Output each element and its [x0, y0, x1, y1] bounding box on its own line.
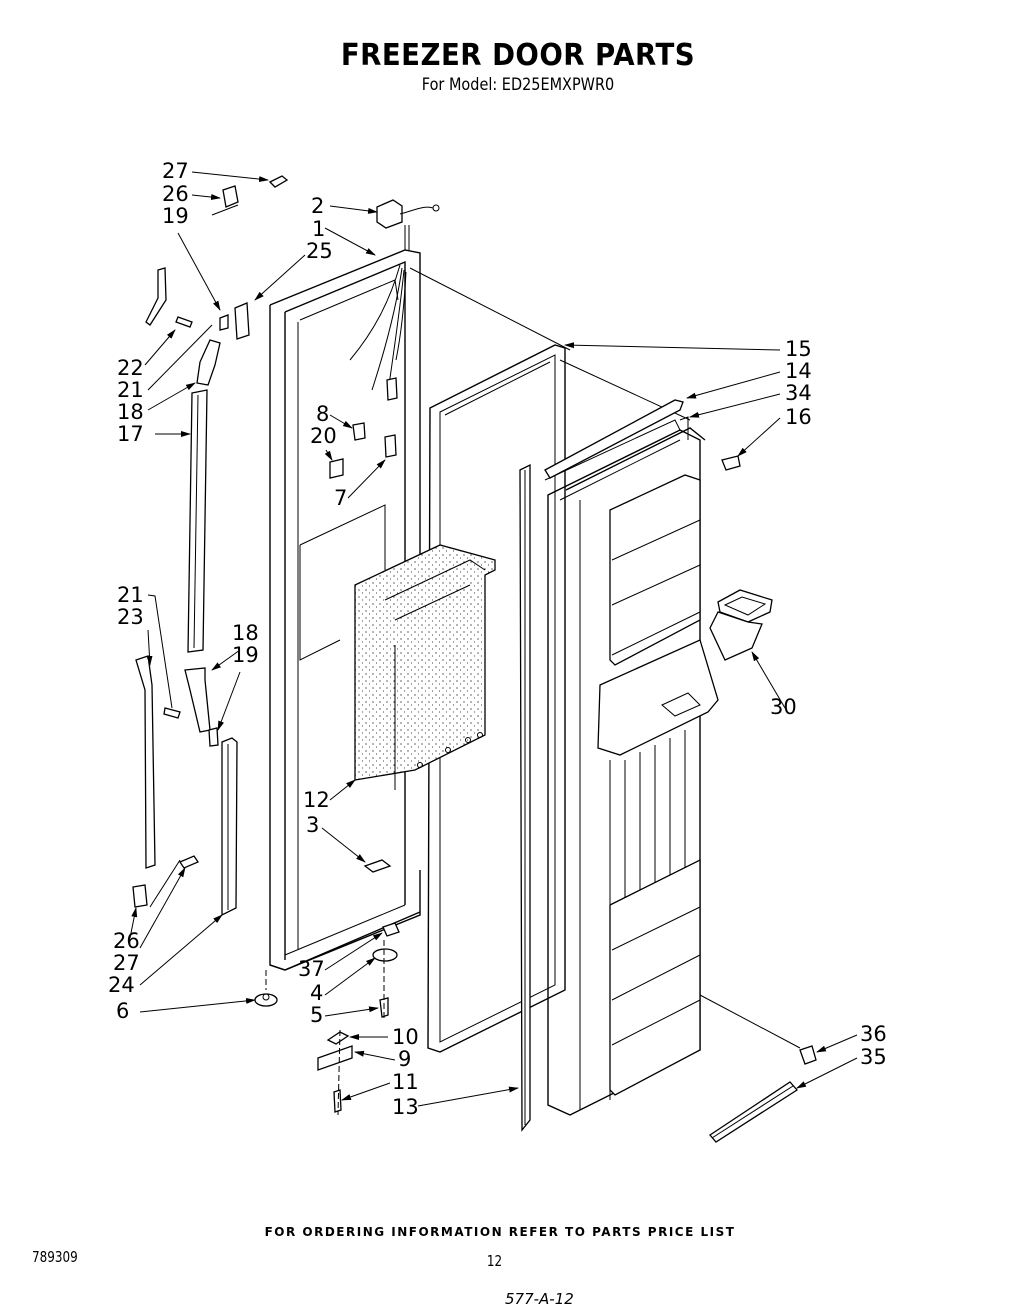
top-trim-14	[544, 399, 684, 479]
callout-21: 21	[117, 378, 144, 402]
callout-6: 6	[116, 999, 129, 1023]
callout-15: 15	[785, 337, 812, 361]
handle-cap-26-bottom	[132, 884, 148, 908]
switch-7	[384, 377, 398, 458]
ice-chute-30	[709, 589, 773, 661]
dispenser-housing-12	[354, 544, 496, 790]
callout-37: 37	[298, 957, 325, 981]
gasket-15	[427, 344, 566, 1053]
callout-20: 20	[310, 424, 337, 448]
callout-34: 34	[785, 381, 812, 405]
shim-10	[326, 1031, 350, 1045]
handle-cover-23	[135, 655, 156, 869]
handle-bracket-24	[221, 737, 238, 917]
callout-5: 5	[310, 1003, 323, 1027]
rail-leader	[699, 994, 801, 1049]
screw-21-top	[175, 316, 193, 328]
callout-9: 9	[398, 1047, 411, 1071]
callout-4: 4	[310, 981, 323, 1005]
cap-8	[352, 422, 366, 441]
callout-14: 14	[785, 359, 812, 383]
callout-25: 25	[306, 239, 333, 263]
handle-cap-26-top	[222, 185, 239, 208]
callout-1: 1	[312, 217, 325, 241]
callout-10: 10	[392, 1025, 419, 1049]
rail-clip-36	[799, 1045, 817, 1065]
bushing-6	[254, 993, 278, 1007]
screw-27-bottom	[179, 855, 199, 869]
washer-4	[372, 948, 398, 962]
shelf-rail-35	[709, 1081, 798, 1143]
screw-27-top	[268, 175, 289, 188]
clip-19-bottom	[208, 727, 219, 747]
inner-door-liner	[544, 419, 719, 1116]
callout-26: 26	[162, 182, 189, 206]
trim-strip-13	[519, 463, 531, 1132]
handle-end-cap-18-bottom	[184, 667, 211, 733]
callout-30: 30	[770, 695, 797, 719]
document-number: 789309	[32, 1248, 78, 1266]
screw-16	[721, 455, 741, 471]
callout-24: 24	[108, 973, 135, 997]
callout-27: 27	[162, 159, 189, 183]
callout-labels: 27 26 19 2 1 25 22 21 18 17 8 20 7 15 14…	[108, 159, 887, 1119]
callout-19b: 19	[232, 643, 259, 667]
page-title: FREEZER DOOR PARTS	[340, 38, 696, 73]
screw-11	[333, 1089, 342, 1113]
callout-36: 36	[860, 1022, 887, 1046]
mount-block-25	[234, 302, 250, 340]
callout-35: 35	[860, 1045, 887, 1069]
clip-19-top	[219, 314, 229, 331]
page-code: 577-A-12	[505, 1290, 574, 1308]
hinge-axis-line	[337, 1029, 341, 1116]
leader-lines	[129, 171, 858, 1107]
callout-22: 22	[117, 356, 144, 380]
callout-21b: 21	[117, 583, 144, 607]
spacer-20	[329, 458, 344, 479]
callout-18: 18	[117, 400, 144, 424]
hinge-shim-37	[382, 922, 400, 937]
ordering-note: FOR ORDERING INFORMATION REFER TO PARTS …	[264, 1225, 736, 1239]
callout-17: 17	[117, 422, 144, 446]
callout-12: 12	[303, 788, 330, 812]
handle-end-cap-18-top	[196, 339, 221, 386]
callout-16: 16	[785, 405, 812, 429]
model-subtitle: For Model: ED25EMXPWR0	[421, 75, 615, 95]
handle-insert-17	[187, 389, 208, 653]
callout-13: 13	[392, 1095, 419, 1119]
trim-end-34	[679, 416, 689, 440]
callout-26b: 26	[113, 929, 140, 953]
handle-cover-22	[145, 267, 167, 326]
callout-23: 23	[117, 605, 144, 629]
callout-19: 19	[162, 204, 189, 228]
callout-2: 2	[311, 194, 324, 218]
plate-9	[317, 1045, 353, 1071]
callout-3: 3	[306, 813, 319, 837]
bracket-clip-3	[363, 859, 392, 873]
page-number: 12	[486, 1252, 503, 1270]
wire-harness-connector	[376, 199, 440, 229]
callout-8: 8	[316, 402, 329, 426]
screw-21-bottom	[163, 707, 181, 719]
callout-11: 11	[392, 1070, 419, 1094]
callout-7: 7	[334, 486, 347, 510]
callout-27b: 27	[113, 951, 140, 975]
callout-18b: 18	[232, 621, 259, 645]
